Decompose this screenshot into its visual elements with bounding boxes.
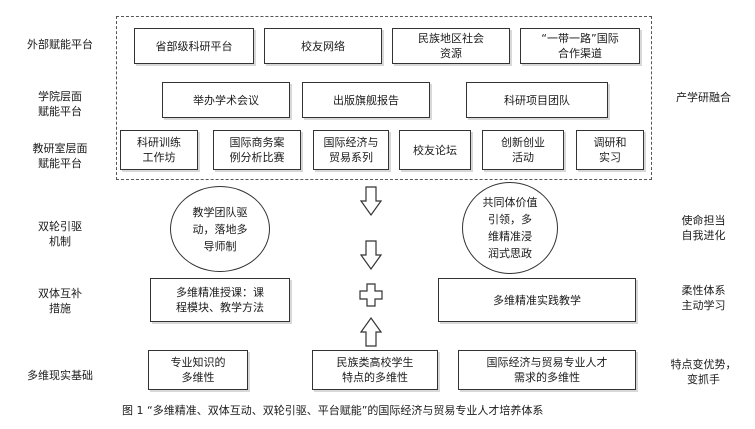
down-arrow-icon	[359, 186, 383, 217]
label-reality: 多维现实基础	[27, 369, 93, 382]
label-office-platform: 教研室层面 赋能平台	[32, 142, 88, 170]
plus-icon	[359, 283, 383, 307]
office-item: 创新创业 活动	[482, 130, 564, 170]
platform-frame	[116, 16, 652, 180]
office-item: 科研训练 工作坊	[120, 130, 198, 170]
dual-body-right-box: 多维精准实践教学	[438, 278, 636, 322]
office-item: 国际商务案 例分析比赛	[213, 130, 301, 170]
reality-item: 民族类高校学生 特点的多维性	[312, 350, 438, 390]
dual-body-left-box: 多维精准授课：课 程模块、教学方法	[150, 278, 290, 322]
reality-item: 专业知识的 多维性	[148, 350, 248, 390]
college-item: 举办学术会议	[162, 82, 290, 118]
dual-wheel-left-circle: 教学团队驱 动，落地多 导师制	[170, 186, 270, 272]
label-college-platform: 学院层面 赋能平台	[38, 90, 82, 118]
office-item: 校友论坛	[399, 130, 471, 170]
figure-caption: 图 1 “多维精准、双体互动、双轮引驱、平台赋能”的国际经济与贸易专业人才培养体…	[122, 404, 544, 417]
office-item: 调研和 实习	[576, 130, 644, 170]
college-item: 出版旗舰报告	[302, 82, 430, 118]
label-dual-wheel: 双轮引驱 机制	[38, 220, 82, 248]
external-item: “一带一路”国际 合作渠道	[520, 28, 640, 64]
label-dual-body: 双体互补 措施	[38, 287, 82, 315]
external-item: 省部级科研平台	[134, 28, 254, 64]
label-features: 特点变优势， 变抓手	[670, 358, 737, 386]
external-item: 校友网络	[264, 28, 382, 64]
external-item: 民族地区社会 资源	[392, 28, 510, 64]
dual-wheel-right-circle: 共同体价值 引领，多 维精准浸 润式思政	[462, 182, 558, 274]
college-item: 科研项目团队	[466, 82, 608, 118]
down-arrow-icon	[359, 240, 383, 271]
up-arrow-icon	[359, 316, 383, 347]
office-item: 国际经济与 贸易系列	[313, 130, 389, 170]
label-mission: 使命担当 自我进化	[681, 214, 726, 242]
reality-item: 国际经济与贸易专业人才 需求的多维性	[458, 350, 636, 390]
label-flexible: 柔性体系 主动学习	[681, 284, 726, 312]
label-integration: 产学研融合	[676, 91, 731, 104]
label-external-platform: 外部赋能平台	[27, 38, 93, 51]
